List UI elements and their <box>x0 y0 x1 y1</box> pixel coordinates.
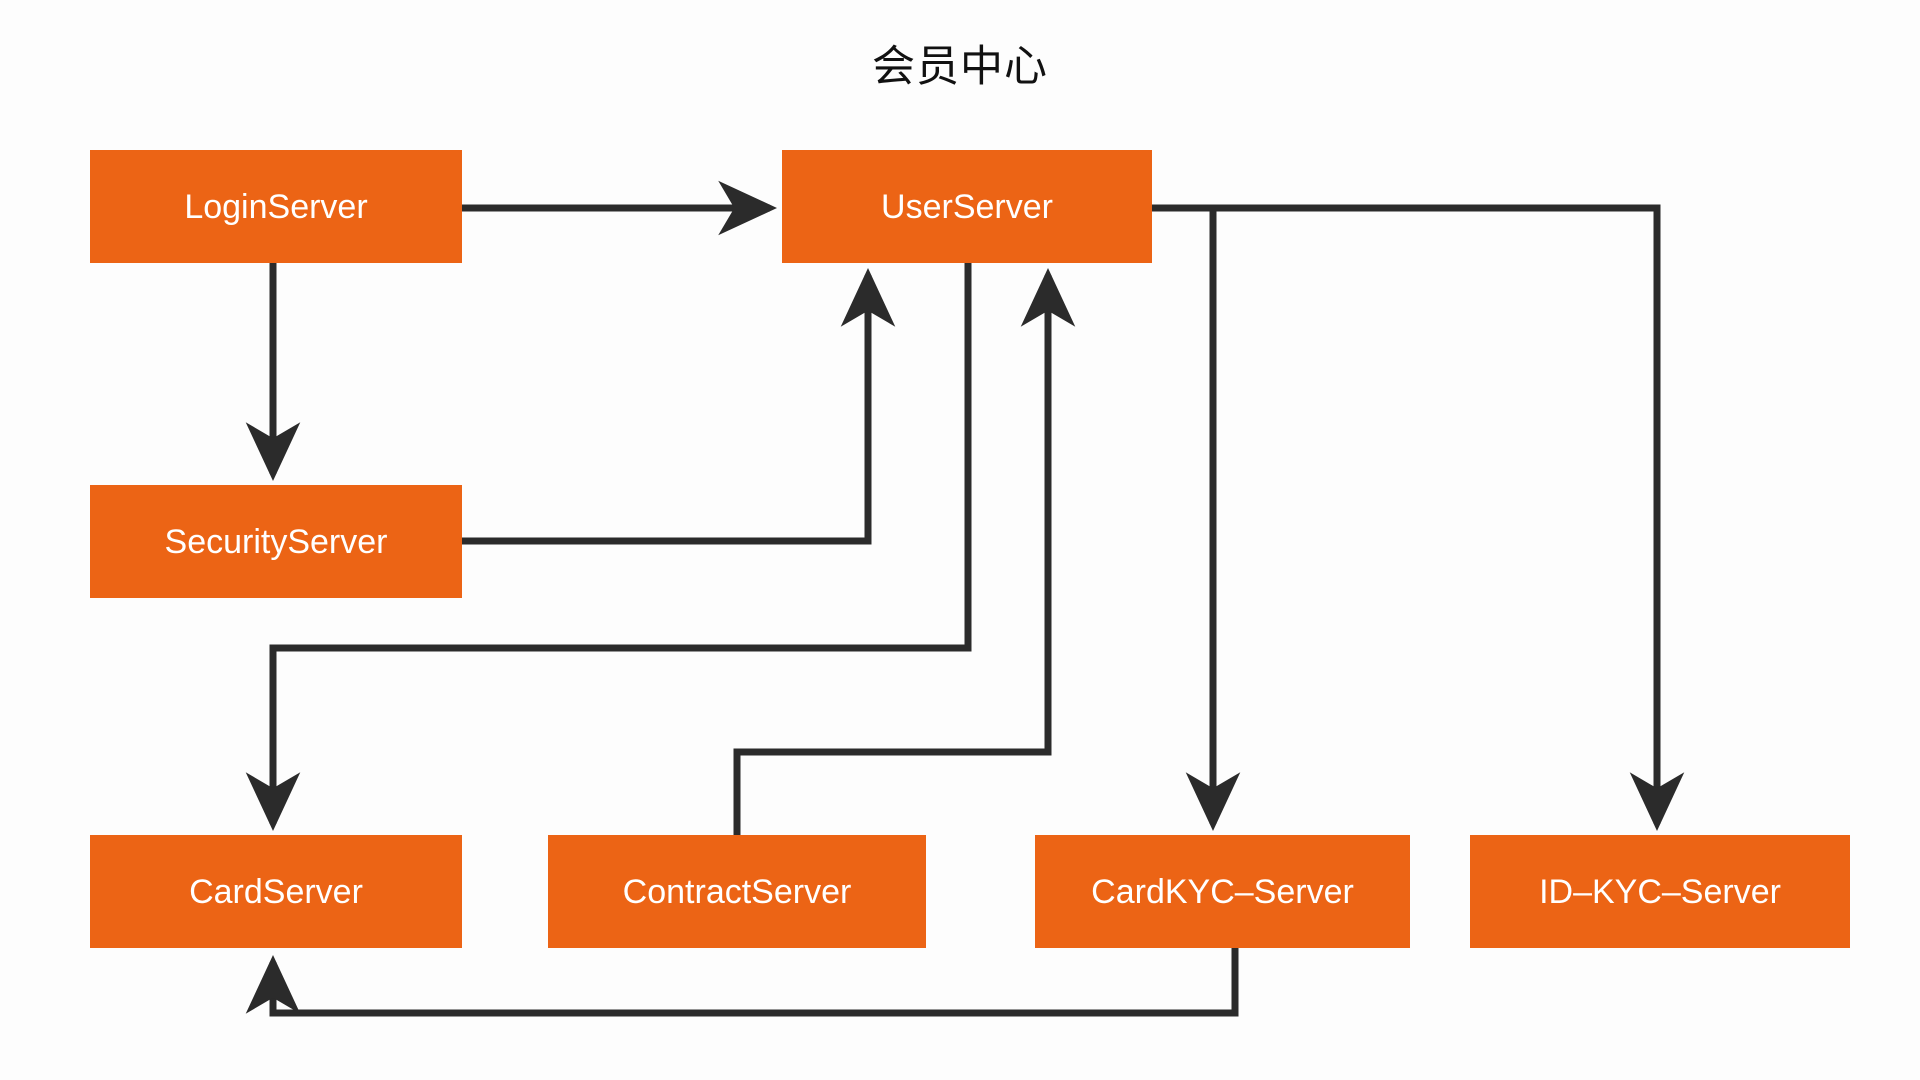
node-card[interactable]: CardServer <box>90 835 462 948</box>
node-label: CardServer <box>189 872 363 911</box>
edge-contract-to-user <box>733 268 1076 835</box>
node-label: UserServer <box>881 187 1053 226</box>
edge-user-to-cardkyc <box>1152 204 1241 831</box>
edge-cardkyc-to-card <box>245 948 1239 1017</box>
node-contract[interactable]: ContractServer <box>548 835 926 948</box>
diagram-title: 会员中心 <box>872 43 1048 91</box>
node-user[interactable]: UserServer <box>782 150 1152 263</box>
node-label: LoginServer <box>184 187 368 226</box>
node-label: ID–KYC–Server <box>1539 872 1781 911</box>
node-label: CardKYC–Server <box>1091 872 1354 911</box>
node-label: SecurityServer <box>164 522 388 561</box>
edge-security-to-user <box>462 268 896 545</box>
edge-user-to-idkyc <box>1152 204 1685 831</box>
node-idkyc[interactable]: ID–KYC–Server <box>1470 835 1850 948</box>
node-cardkyc[interactable]: CardKYC–Server <box>1035 835 1410 948</box>
edge-user-to-card <box>245 263 972 831</box>
node-security[interactable]: SecurityServer <box>90 485 462 598</box>
node-login[interactable]: LoginServer <box>90 150 462 263</box>
node-label: ContractServer <box>622 872 852 911</box>
